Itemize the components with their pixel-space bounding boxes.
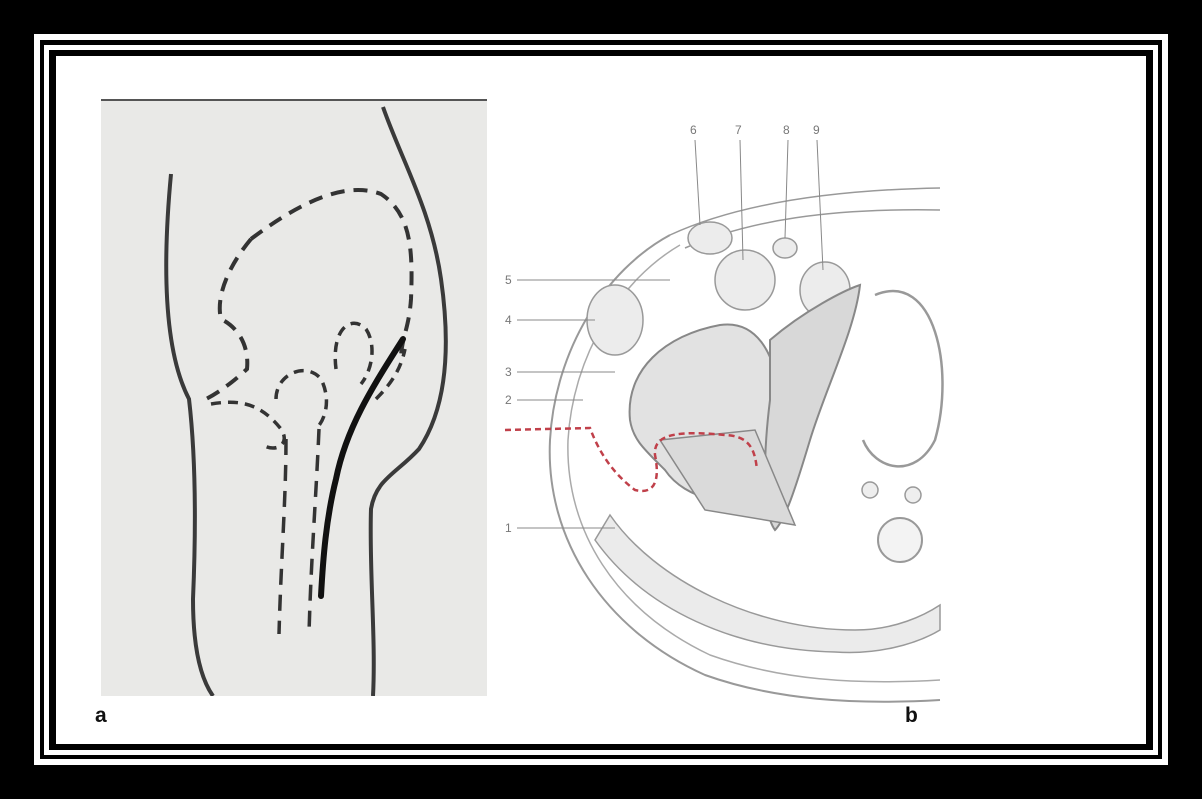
callout-7: 7: [735, 123, 742, 137]
muscle-4: [587, 285, 643, 355]
muscle-7: [715, 250, 775, 310]
callout-1: 1: [505, 521, 512, 535]
panel-b-cross-section: 1 2 3 4 5 6 7 8 9: [495, 110, 955, 705]
muscle-8: [773, 238, 797, 258]
vessel-left: [862, 482, 878, 498]
muscle-6: [688, 222, 732, 254]
panel-label-a: a: [95, 704, 107, 728]
callout-5: 5: [505, 273, 512, 287]
vessel-right: [905, 487, 921, 503]
callout-3: 3: [505, 365, 512, 379]
callout-9: 9: [813, 123, 820, 137]
callout-8: 8: [783, 123, 790, 137]
panel-label-b: b: [905, 704, 918, 728]
panel-a-hip-drawing: [101, 99, 487, 696]
rectum: [878, 518, 922, 562]
callout-2: 2: [505, 393, 512, 407]
callout-4: 4: [505, 313, 512, 327]
callout-6: 6: [690, 123, 697, 137]
